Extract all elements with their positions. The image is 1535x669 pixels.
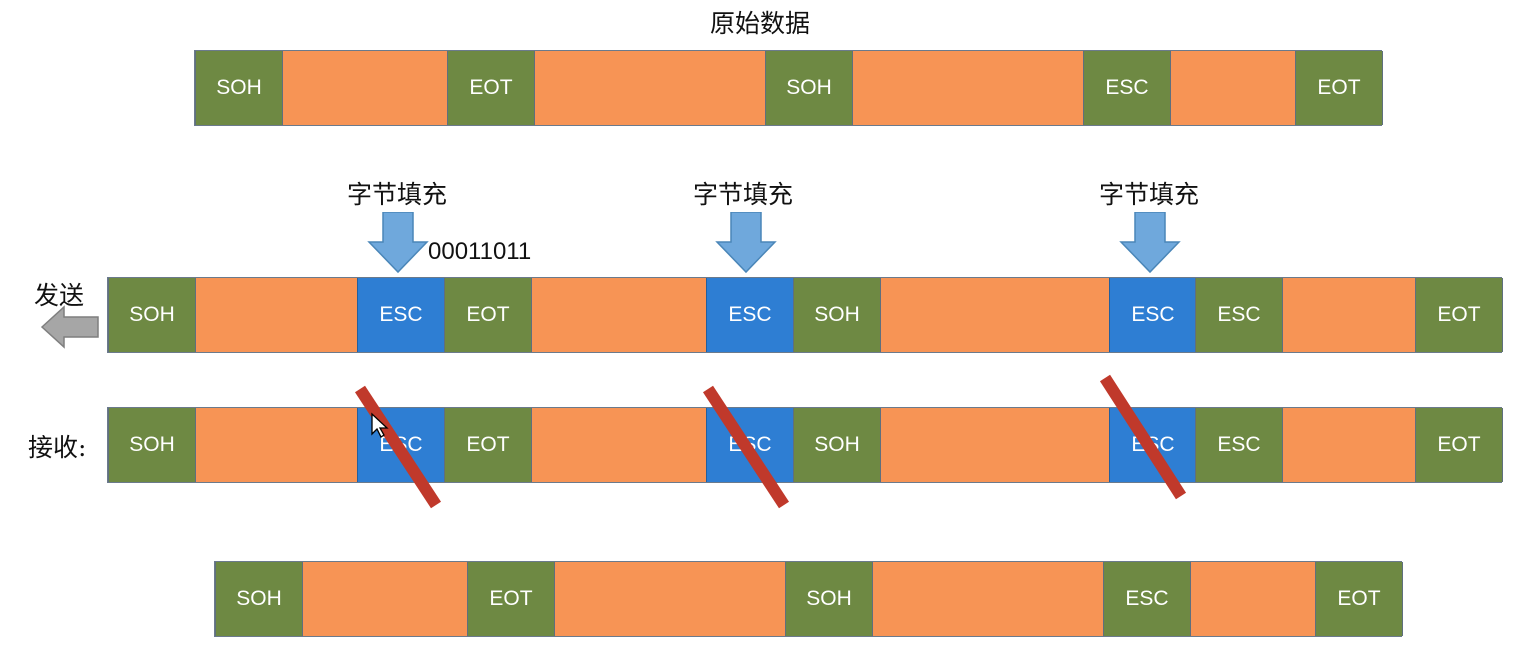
segment-label: EOT [1437, 303, 1481, 326]
segment-label: ESC [1131, 303, 1175, 326]
segment-label: SOH [786, 76, 832, 99]
stuffing-label-2: 字节填充 [692, 180, 793, 209]
recovered-eot-1: EOT [467, 562, 555, 636]
stuffing-label-3: 字节填充 [1098, 180, 1199, 209]
strike-mark-1 [354, 385, 442, 509]
send-label: 发送 [34, 281, 85, 310]
stuff-arrow-1 [367, 212, 429, 274]
recovered-soh-1: SOH [215, 562, 303, 636]
segment-label: EOT [466, 303, 510, 326]
segment-label: ESC [379, 303, 423, 326]
stuff-arrow-3 [1119, 212, 1181, 274]
segment-label: EOT [1337, 587, 1381, 610]
segment-label: EOT [469, 76, 513, 99]
original-data-row: SOH EOT SOH ESC EOT [194, 50, 1383, 126]
received-eot-1: EOT [444, 408, 532, 482]
recovered-eot-2: EOT [1315, 562, 1403, 636]
sent-soh-2: SOH [793, 278, 881, 352]
sent-inserted-esc-3: ESC [1109, 278, 1197, 352]
recovered-soh-2: SOH [785, 562, 873, 636]
diagram-title: 原始数据 [709, 9, 810, 38]
segment-label: SOH [814, 303, 860, 326]
left-arrow-icon [40, 305, 99, 349]
segment-label: SOH [216, 76, 262, 99]
received-esc-data: ESC [1195, 408, 1283, 482]
segment-label: ESC [1217, 303, 1261, 326]
segment-label: SOH [806, 587, 852, 610]
original-soh-1: SOH [195, 51, 283, 125]
segment-label: ESC [1217, 433, 1261, 456]
cursor-icon [371, 412, 389, 438]
sent-inserted-esc-2: ESC [706, 278, 794, 352]
sent-eot-1: EOT [444, 278, 532, 352]
strike-mark-3 [1099, 374, 1187, 500]
original-eot-1: EOT [447, 51, 535, 125]
receive-label: 接收: [28, 433, 87, 462]
stuff-arrow-2 [715, 212, 777, 274]
sent-inserted-esc-1: ESC [357, 278, 445, 352]
segment-label: SOH [129, 433, 175, 456]
segment-label: EOT [1437, 433, 1481, 456]
received-eot-2: EOT [1415, 408, 1503, 482]
segment-label: ESC [1125, 587, 1169, 610]
segment-label: EOT [466, 433, 510, 456]
received-soh-1: SOH [108, 408, 196, 482]
original-soh-2: SOH [765, 51, 853, 125]
segment-label: EOT [489, 587, 533, 610]
sent-eot-2: EOT [1415, 278, 1503, 352]
sent-data-row: SOH ESC EOT ESC SOH ESC ESC EOT [107, 277, 1503, 353]
segment-label: SOH [814, 433, 860, 456]
original-eot-2: EOT [1295, 51, 1383, 125]
strike-mark-2 [702, 385, 790, 509]
segment-label: ESC [728, 303, 772, 326]
segment-label: SOH [236, 587, 282, 610]
segment-label: SOH [129, 303, 175, 326]
recovered-data-row: SOH EOT SOH ESC EOT [214, 561, 1403, 637]
esc-binary-value: 00011011 [428, 238, 532, 265]
segment-label: EOT [1317, 76, 1361, 99]
received-soh-2: SOH [793, 408, 881, 482]
segment-label: ESC [1105, 76, 1149, 99]
sent-soh-1: SOH [108, 278, 196, 352]
recovered-esc-1: ESC [1103, 562, 1191, 636]
stuffing-label-1: 字节填充 [346, 180, 447, 209]
original-esc-1: ESC [1083, 51, 1171, 125]
sent-esc-data: ESC [1195, 278, 1283, 352]
